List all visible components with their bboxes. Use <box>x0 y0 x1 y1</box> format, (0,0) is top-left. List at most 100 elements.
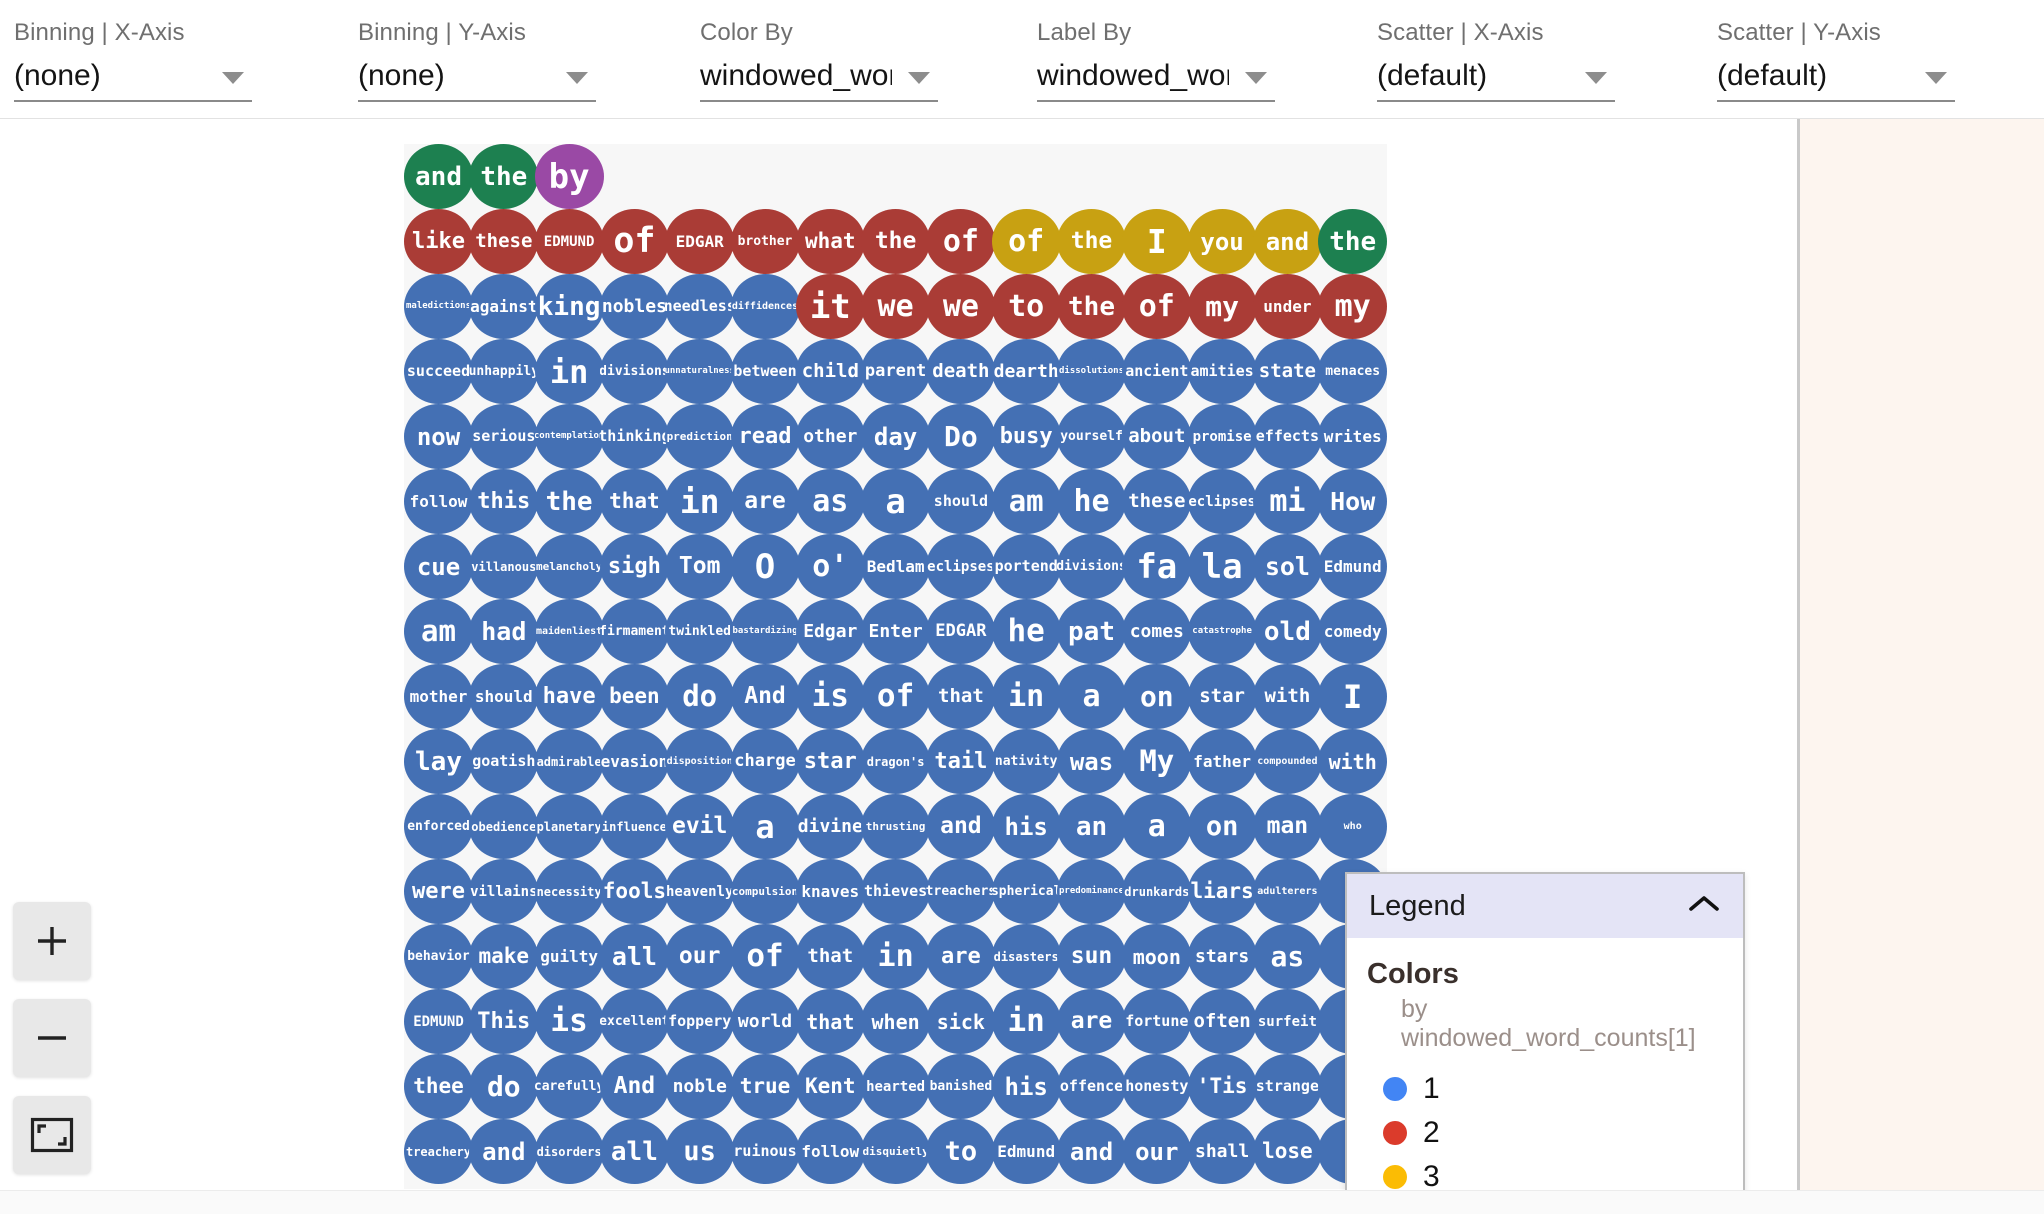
bubble[interactable]: with <box>1318 729 1388 794</box>
fit-to-screen-button[interactable] <box>13 1096 91 1174</box>
bubble[interactable]: compulsion <box>730 859 800 924</box>
bubble[interactable]: his <box>991 794 1061 859</box>
bubble[interactable]: follow <box>795 1119 865 1184</box>
bubble[interactable]: disasters <box>991 924 1061 989</box>
bubble[interactable]: This <box>469 989 539 1054</box>
bubble[interactable]: us <box>665 1119 735 1184</box>
control-select-1[interactable]: (none) <box>358 54 596 102</box>
bubble[interactable]: ruinous <box>730 1119 800 1184</box>
bubble[interactable]: bastardizing <box>730 599 800 664</box>
bubble[interactable]: father <box>1187 729 1257 794</box>
bubble[interactable]: our <box>665 924 735 989</box>
bubble[interactable]: fortune <box>1122 989 1192 1054</box>
bubble[interactable]: in <box>991 989 1061 1054</box>
bubble[interactable]: la <box>1187 534 1257 599</box>
bubble[interactable]: sigh <box>599 534 669 599</box>
bubble[interactable]: maledictions <box>404 274 473 339</box>
bubble[interactable]: unnaturalness <box>665 339 735 404</box>
bubble[interactable]: disorders <box>534 1119 604 1184</box>
bubble[interactable]: all <box>599 1119 669 1184</box>
bubble[interactable]: as <box>1252 924 1322 989</box>
control-select-5[interactable]: (default) <box>1717 54 1955 102</box>
bubble[interactable]: and <box>1057 1119 1126 1184</box>
bubble[interactable]: maidenliest <box>534 599 604 664</box>
bubble[interactable]: comedy <box>1318 599 1388 664</box>
bubble[interactable]: day <box>861 404 931 469</box>
bubble[interactable]: honesty <box>1122 1054 1192 1119</box>
bubble[interactable]: promise <box>1187 404 1257 469</box>
bubble[interactable]: who <box>1318 794 1388 859</box>
bubble[interactable]: amities <box>1187 339 1257 404</box>
bubble[interactable]: he <box>1057 469 1126 534</box>
bubble[interactable]: an <box>1057 794 1126 859</box>
bubble[interactable]: foppery <box>665 989 735 1054</box>
bubble[interactable]: a <box>730 794 800 859</box>
bubble[interactable]: the <box>534 469 604 534</box>
bubble[interactable]: guilty <box>534 924 604 989</box>
bubble[interactable]: effects <box>1252 404 1322 469</box>
bubble[interactable]: cue <box>404 534 473 599</box>
bubble[interactable]: as <box>795 469 865 534</box>
bubble[interactable]: Edmund <box>1318 534 1388 599</box>
bubble[interactable]: am <box>404 599 473 664</box>
chevron-down-icon[interactable] <box>908 72 930 84</box>
bubble[interactable]: of <box>599 209 669 274</box>
bubble[interactable]: were <box>404 859 473 924</box>
bubble[interactable]: a <box>1057 664 1126 729</box>
bubble[interactable]: succeed <box>404 339 473 404</box>
bubble[interactable]: serious <box>469 404 539 469</box>
legend-item[interactable]: 3 <box>1367 1155 1723 1190</box>
bubble[interactable]: prediction <box>665 404 735 469</box>
bubble[interactable]: dissolutions <box>1057 339 1126 404</box>
bubble[interactable]: menaces <box>1318 339 1388 404</box>
bubble[interactable]: stars <box>1187 924 1257 989</box>
bubble[interactable]: hearted <box>861 1054 931 1119</box>
bubble[interactable]: My <box>1122 729 1192 794</box>
bubble[interactable]: fa <box>1122 534 1192 599</box>
bubble[interactable]: ancient <box>1122 339 1192 404</box>
control-select-0[interactable]: (none) <box>14 54 252 102</box>
bubble[interactable]: that <box>926 664 996 729</box>
bubble[interactable]: in <box>861 924 931 989</box>
bubble[interactable]: Bedlam <box>861 534 931 599</box>
bubble[interactable]: melancholy <box>534 534 604 599</box>
bubble[interactable]: treachers <box>926 859 996 924</box>
bubble[interactable]: comes <box>1122 599 1192 664</box>
chevron-down-icon[interactable] <box>1585 72 1607 84</box>
bubble[interactable]: admirable <box>534 729 604 794</box>
bubble[interactable]: EDMUND <box>404 989 473 1054</box>
bubble[interactable]: a <box>861 469 931 534</box>
bubble[interactable]: villanous <box>469 534 539 599</box>
bubble[interactable]: yourself <box>1057 404 1126 469</box>
bubble[interactable]: obedience <box>469 794 539 859</box>
bubble[interactable]: writes <box>1318 404 1388 469</box>
bubble[interactable]: we <box>861 274 931 339</box>
bubble[interactable]: shall <box>1187 1119 1257 1184</box>
bubble[interactable]: do <box>469 1054 539 1119</box>
control-select-3[interactable]: windowed_word_c <box>1037 54 1275 102</box>
bubble[interactable]: that <box>795 989 865 1054</box>
bubble[interactable]: parent <box>861 339 931 404</box>
bubble[interactable]: what <box>795 209 865 274</box>
bubble[interactable]: dearth <box>991 339 1061 404</box>
legend-header[interactable]: Legend <box>1347 874 1743 938</box>
bubble[interactable]: portend <box>991 534 1061 599</box>
bubble[interactable]: fools <box>599 859 669 924</box>
bubble[interactable]: is <box>795 664 865 729</box>
bubble[interactable]: other <box>795 404 865 469</box>
bubble[interactable]: been <box>599 664 669 729</box>
bubble[interactable]: our <box>1122 1119 1192 1184</box>
bubble[interactable]: and <box>1252 209 1322 274</box>
bubble[interactable]: villains <box>469 859 539 924</box>
bubble[interactable]: are <box>730 469 800 534</box>
bubble[interactable]: twinkled <box>665 599 735 664</box>
legend-item[interactable]: 2 <box>1367 1111 1723 1155</box>
bubble[interactable]: on <box>1122 664 1192 729</box>
bubble[interactable]: between <box>730 339 800 404</box>
control-select-4[interactable]: (default) <box>1377 54 1615 102</box>
bubble[interactable]: follow <box>404 469 473 534</box>
bubble[interactable]: drunkards <box>1122 859 1192 924</box>
bubble[interactable]: spherical <box>991 859 1061 924</box>
bubble[interactable]: world <box>730 989 800 1054</box>
